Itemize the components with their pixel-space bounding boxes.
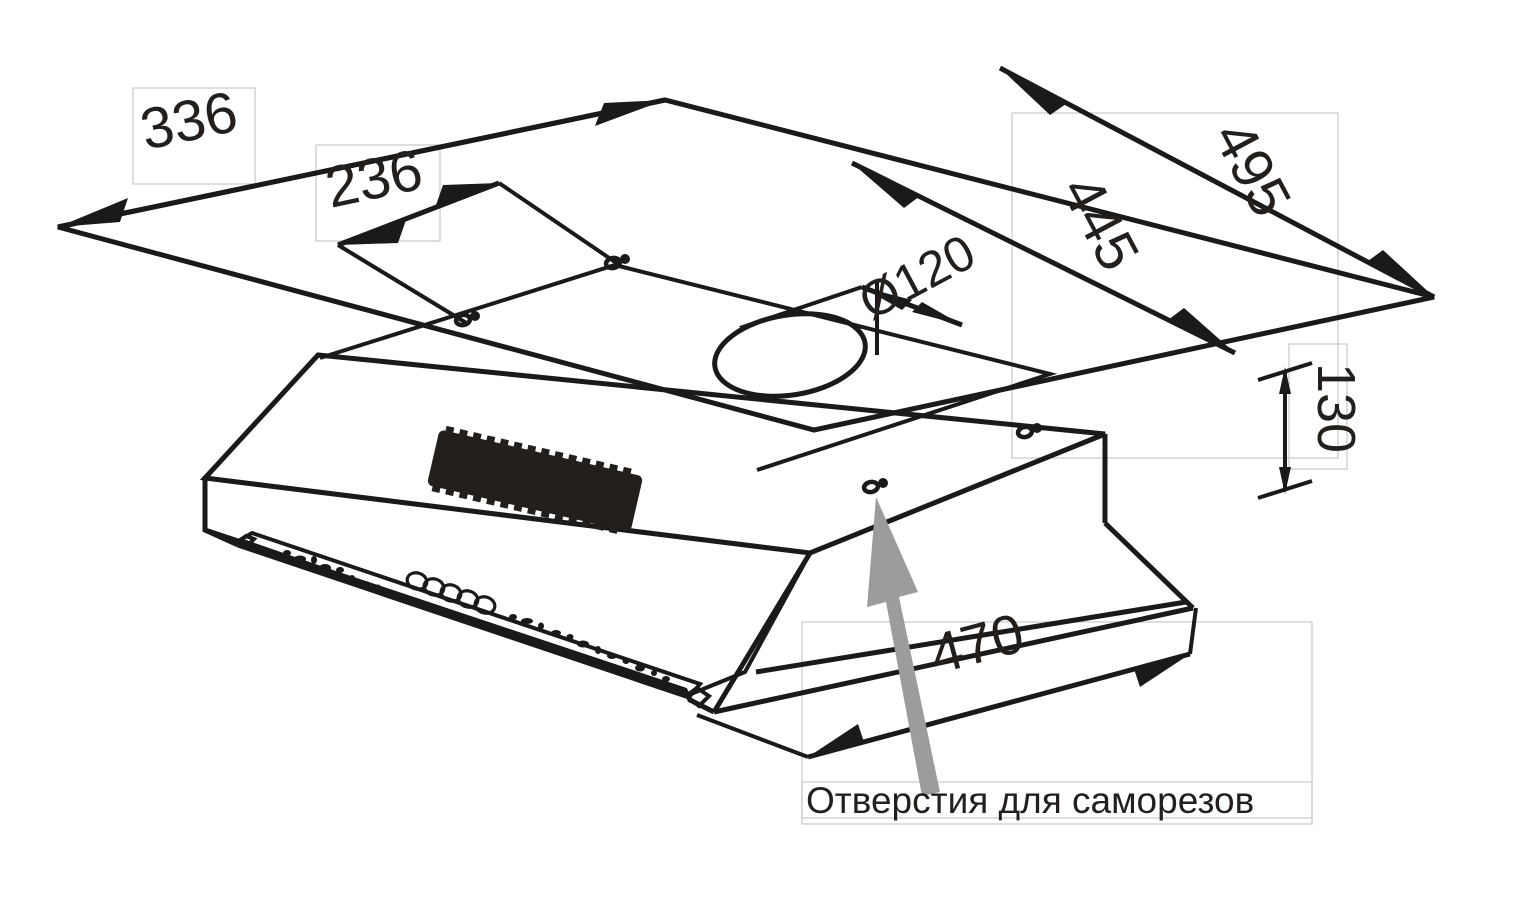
dimension-label-470: 470 — [924, 601, 1031, 686]
dimension-495-line — [998, 65, 1436, 300]
dimension-130-ext-bottom — [1257, 479, 1313, 500]
label-boxes — [132, 87, 1348, 825]
control-button-3[interactable] — [439, 582, 463, 603]
inner-hole-rect-path — [319, 262, 1058, 472]
dimension-236-ext-right — [497, 181, 620, 266]
dimension-445-arrow-top — [852, 163, 920, 208]
dimension-470-arrow-right — [1134, 654, 1190, 687]
dimension-label-120: Ø120 — [850, 224, 984, 331]
hood-right-bottom-edge — [713, 605, 1194, 715]
dimension-470-ext-right — [1188, 607, 1198, 655]
hood-body — [199, 352, 1195, 715]
dimension-470-upper-rail — [755, 599, 1187, 675]
control-button-2[interactable] — [422, 576, 446, 597]
screw-hole-pointer-arrow — [867, 497, 940, 796]
dimension-label-495: 495 — [1201, 111, 1304, 227]
dimension-130-arrow-top — [1279, 367, 1291, 394]
vent-grille — [427, 425, 643, 534]
screw-hole-2 — [453, 311, 480, 328]
dimension-236-ext-left — [336, 243, 470, 326]
dimension-label-445: 445 — [1049, 165, 1152, 281]
duct-outlet-ellipse — [712, 311, 868, 399]
dimension-130-ext-top — [1257, 361, 1313, 382]
dimension-470-arrow-left — [808, 724, 864, 757]
dimension-236-arrow-right — [435, 183, 499, 208]
dimension-120 — [739, 282, 963, 355]
label-box-caption — [801, 781, 1313, 825]
control-button-1[interactable] — [405, 570, 429, 591]
dimension-236 — [336, 180, 620, 326]
dimension-445 — [850, 160, 1237, 356]
dimension-336-line — [57, 97, 666, 230]
dimension-336 — [57, 97, 666, 230]
control-panel-endcap-left — [234, 533, 258, 549]
dimension-470-ext-left — [696, 713, 809, 759]
dimension-470 — [696, 599, 1198, 760]
dimension-445-arrow-bottom — [1168, 308, 1235, 353]
hood-right-side-lower — [1103, 521, 1195, 610]
control-button-5[interactable] — [473, 594, 497, 615]
control-panel-texture — [283, 550, 670, 682]
label-box-336 — [132, 87, 256, 185]
dimension-130-arrow-bottom — [1279, 467, 1291, 494]
hood-front-step — [685, 552, 812, 698]
screw-hole-4 — [861, 478, 888, 495]
inner-hole-rect — [319, 262, 1058, 472]
control-panel — [234, 530, 713, 709]
control-button-4[interactable] — [456, 588, 480, 609]
gray-arrow-shape — [867, 497, 940, 796]
dimension-236-arrow-left — [338, 220, 406, 245]
dimension-495-arrow-bottom — [1368, 250, 1434, 297]
control-panel-endcap-right — [682, 685, 713, 709]
dimension-336-arrow-right — [595, 100, 665, 126]
dimension-470-line — [807, 651, 1191, 760]
dimension-label-336: 336 — [135, 79, 243, 163]
duct-outlet-hole — [712, 311, 868, 399]
dimension-label-130: 130 — [1306, 363, 1366, 453]
dimension-495 — [998, 65, 1436, 300]
label-box-495 — [1011, 112, 1339, 459]
label-box-130 — [1288, 343, 1348, 470]
dimension-120-ext-left — [739, 285, 863, 330]
control-buttons — [405, 570, 497, 615]
screw-holes-annotation: Отверстия для саморезов — [806, 780, 1254, 821]
dimension-130 — [1257, 361, 1313, 500]
hood-top-face — [199, 352, 1106, 556]
dimension-label-236: 236 — [320, 137, 428, 221]
dimension-120-arrow-right — [912, 302, 962, 325]
dimension-495-arrow-top — [1000, 68, 1066, 115]
dimension-120-arrow-left — [862, 287, 912, 310]
screw-holes-caption-text: Отверстия для саморезов — [806, 780, 1254, 821]
dimension-336-arrow-left — [58, 198, 128, 227]
